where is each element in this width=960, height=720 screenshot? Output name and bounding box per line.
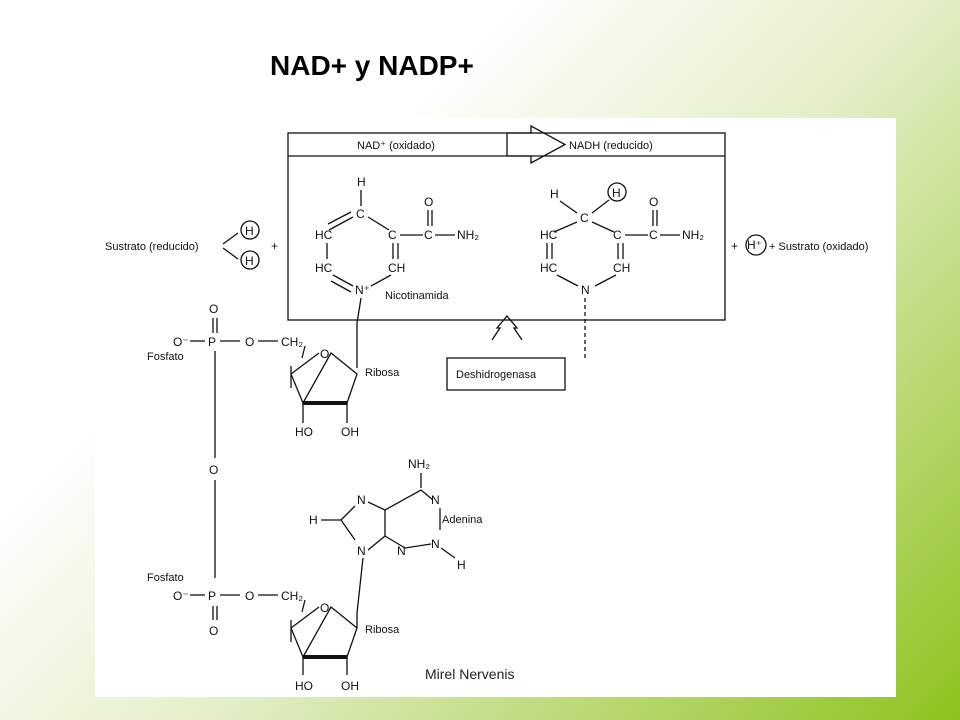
phosphate-label: Fosfato bbox=[147, 351, 184, 363]
dehydrogenase-marker: Deshidrogenasa bbox=[446, 314, 566, 391]
svg-text:O: O bbox=[209, 624, 218, 638]
header-nad-oxidized: NAD⁺ (oxidado) bbox=[357, 140, 435, 152]
nad-structure-svg: NAD⁺ (oxidado) NADH (reducido) Sustrato … bbox=[105, 124, 868, 693]
nicotinamide-ring-reduced: H H C HC C HC CH N C O NH₂ bbox=[540, 182, 704, 358]
svg-text:OH: OH bbox=[341, 679, 359, 693]
svg-text:HO: HO bbox=[295, 679, 313, 693]
svg-text:P: P bbox=[208, 589, 216, 603]
upper-ribose: O HO OH Ribosa bbox=[290, 323, 400, 439]
svg-text:H⁺: H⁺ bbox=[747, 238, 762, 252]
svg-text:HO: HO bbox=[295, 425, 313, 439]
svg-text:HC: HC bbox=[540, 228, 558, 242]
svg-text:O: O bbox=[320, 347, 329, 361]
svg-text:C: C bbox=[613, 228, 622, 242]
svg-text:O⁻: O⁻ bbox=[173, 589, 189, 603]
svg-text:N: N bbox=[397, 544, 406, 558]
substrate-oxidized-label: + Sustrato (oxidado) bbox=[769, 241, 868, 253]
svg-text:C: C bbox=[388, 228, 397, 242]
svg-text:O: O bbox=[245, 335, 254, 349]
svg-text:N: N bbox=[357, 544, 366, 558]
hydrogen-circle-icon bbox=[607, 182, 627, 202]
svg-text:O: O bbox=[320, 601, 329, 615]
substrate-reduced-label: Sustrato (reducido) bbox=[105, 241, 199, 253]
svg-text:CH₂: CH₂ bbox=[281, 589, 303, 603]
svg-text:H: H bbox=[357, 175, 366, 189]
svg-text:H: H bbox=[309, 513, 318, 527]
author-credit: Mirel Nervenis bbox=[425, 666, 515, 682]
svg-text:CH: CH bbox=[388, 261, 405, 275]
svg-text:C: C bbox=[580, 211, 589, 225]
svg-text:N: N bbox=[431, 537, 440, 551]
proton-circle-icon bbox=[745, 234, 767, 256]
header-nadh-reduced: NADH (reducido) bbox=[569, 140, 653, 152]
svg-text:O: O bbox=[209, 302, 218, 316]
ribose-label: Ribosa bbox=[365, 624, 400, 636]
svg-text:O: O bbox=[209, 463, 218, 477]
svg-text:H: H bbox=[245, 254, 254, 268]
svg-text:H: H bbox=[457, 558, 466, 572]
adenine-ring: NH₂ N N Adenina N N H H N bbox=[309, 457, 483, 614]
svg-text:NH₂: NH₂ bbox=[408, 457, 430, 471]
header-arrow-icon bbox=[506, 124, 567, 165]
svg-text:CH: CH bbox=[613, 261, 630, 275]
nicotinamide-label: Nicotinamida bbox=[385, 290, 449, 302]
reaction-box bbox=[287, 132, 726, 321]
svg-text:+: + bbox=[731, 239, 738, 253]
svg-text:+: + bbox=[271, 239, 278, 253]
adenine-label: Adenina bbox=[442, 514, 483, 526]
svg-text:N⁺: N⁺ bbox=[355, 283, 370, 297]
lower-ribose: O HO OH Ribosa bbox=[290, 599, 400, 693]
svg-text:H: H bbox=[612, 186, 621, 200]
upper-phosphate: O O⁻ P O CH₂ Fosfato O bbox=[147, 302, 303, 578]
svg-text:O⁻: O⁻ bbox=[173, 335, 189, 349]
svg-text:O: O bbox=[245, 589, 254, 603]
svg-text:HC: HC bbox=[540, 261, 558, 275]
svg-text:N: N bbox=[431, 493, 440, 507]
hydrogen-circle-icon bbox=[240, 250, 260, 270]
svg-text:OH: OH bbox=[341, 425, 359, 439]
lower-phosphate: Fosfato O⁻ P O CH₂ O bbox=[147, 572, 303, 638]
svg-text:NH₂: NH₂ bbox=[682, 228, 704, 242]
hydrogen-circle-icon bbox=[240, 220, 260, 240]
svg-text:Deshidrogenasa: Deshidrogenasa bbox=[456, 369, 537, 381]
svg-text:HC: HC bbox=[315, 261, 333, 275]
svg-text:O: O bbox=[649, 195, 658, 209]
svg-text:NH₂: NH₂ bbox=[457, 228, 479, 242]
svg-text:P: P bbox=[208, 335, 216, 349]
svg-text:O: O bbox=[424, 195, 433, 209]
svg-text:N: N bbox=[581, 283, 590, 297]
svg-text:N: N bbox=[357, 493, 366, 507]
svg-text:H: H bbox=[550, 187, 559, 201]
ribose-label: Ribosa bbox=[365, 367, 400, 379]
nicotinamide-ring-oxidized: H C HC C HC CH N⁺ Nicotinamida C O NH₂ bbox=[315, 175, 479, 302]
svg-text:C: C bbox=[424, 228, 433, 242]
svg-text:H: H bbox=[245, 224, 254, 238]
svg-text:C: C bbox=[649, 228, 658, 242]
nad-structure-figure: NAD⁺ (oxidado) NADH (reducido) Sustrato … bbox=[95, 118, 896, 697]
dehydrogenase-arrow-icon bbox=[491, 314, 523, 341]
slide-title: NAD+ y NADP+ bbox=[270, 50, 474, 81]
svg-text:C: C bbox=[356, 207, 365, 221]
svg-text:CH₂: CH₂ bbox=[281, 335, 303, 349]
phosphate-label: Fosfato bbox=[147, 572, 184, 584]
svg-text:HC: HC bbox=[315, 228, 333, 242]
